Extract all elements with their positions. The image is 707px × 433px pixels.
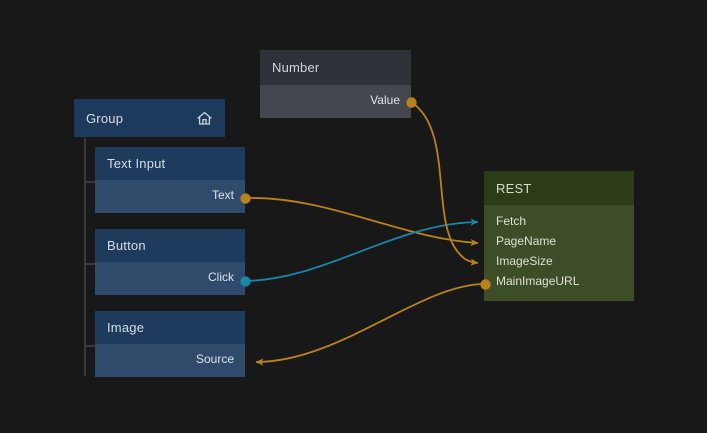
node-button-title: Button — [107, 238, 146, 253]
node-image-title: Image — [107, 320, 145, 335]
node-button[interactable]: Button Click — [95, 229, 245, 295]
port-label-value: Value — [370, 93, 400, 107]
node-button-header[interactable]: Button — [95, 229, 245, 262]
node-text-input-title: Text Input — [107, 156, 166, 171]
port-label-text: Text — [211, 188, 234, 202]
node-group-header[interactable]: Group — [74, 99, 225, 137]
group-tree-branch-button — [84, 263, 95, 265]
input-port-row-pagename[interactable]: PageName — [484, 231, 634, 251]
output-port-text[interactable] — [239, 192, 252, 205]
node-rest-header[interactable]: REST — [484, 171, 634, 205]
node-text-input-header[interactable]: Text Input — [95, 147, 245, 180]
node-group-title: Group — [86, 110, 124, 126]
node-number-body: Value — [260, 85, 411, 118]
node-rest[interactable]: REST Fetch PageName ImageSize MainImageU… — [484, 171, 634, 301]
node-group[interactable]: Group — [74, 99, 225, 137]
wire-value-to-imagesize — [410, 101, 479, 266]
output-port-value[interactable] — [405, 96, 418, 109]
node-text-input[interactable]: Text Input Text — [95, 147, 245, 213]
home-icon[interactable] — [196, 111, 213, 126]
node-button-body: Click — [95, 262, 245, 295]
port-label-click: Click — [208, 270, 234, 284]
port-label-fetch: Fetch — [496, 214, 527, 228]
output-port-click[interactable] — [239, 275, 252, 288]
input-port-row-fetch[interactable]: Fetch — [484, 211, 634, 231]
port-label-imagesize: ImageSize — [496, 254, 553, 268]
node-text-input-body: Text — [95, 180, 245, 213]
wire-mainimageurl-to-source — [255, 283, 486, 366]
wire-click-to-fetch — [244, 218, 479, 282]
node-image[interactable]: Image Source — [95, 311, 245, 377]
group-tree-branch-text-input — [84, 181, 95, 183]
port-label-source: Source — [195, 352, 234, 366]
input-port-row-mainimageurl[interactable]: MainImageURL — [484, 271, 634, 291]
port-label-mainimageurl: MainImageURL — [496, 274, 580, 288]
node-number-header[interactable]: Number — [260, 50, 411, 85]
output-port-mainimageurl[interactable] — [479, 278, 492, 291]
node-number-title: Number — [272, 60, 320, 75]
port-label-pagename: PageName — [496, 234, 557, 248]
wire-text-to-pagename — [244, 197, 479, 247]
node-number[interactable]: Number Value — [260, 50, 411, 118]
input-port-row-imagesize[interactable]: ImageSize — [484, 251, 634, 271]
group-tree-trunk — [84, 138, 86, 376]
node-image-body: Source — [95, 344, 245, 377]
node-image-header[interactable]: Image — [95, 311, 245, 344]
group-tree-branch-image — [84, 345, 95, 347]
node-rest-title: REST — [496, 180, 532, 196]
node-rest-body: Fetch PageName ImageSize MainImageURL — [484, 205, 634, 301]
